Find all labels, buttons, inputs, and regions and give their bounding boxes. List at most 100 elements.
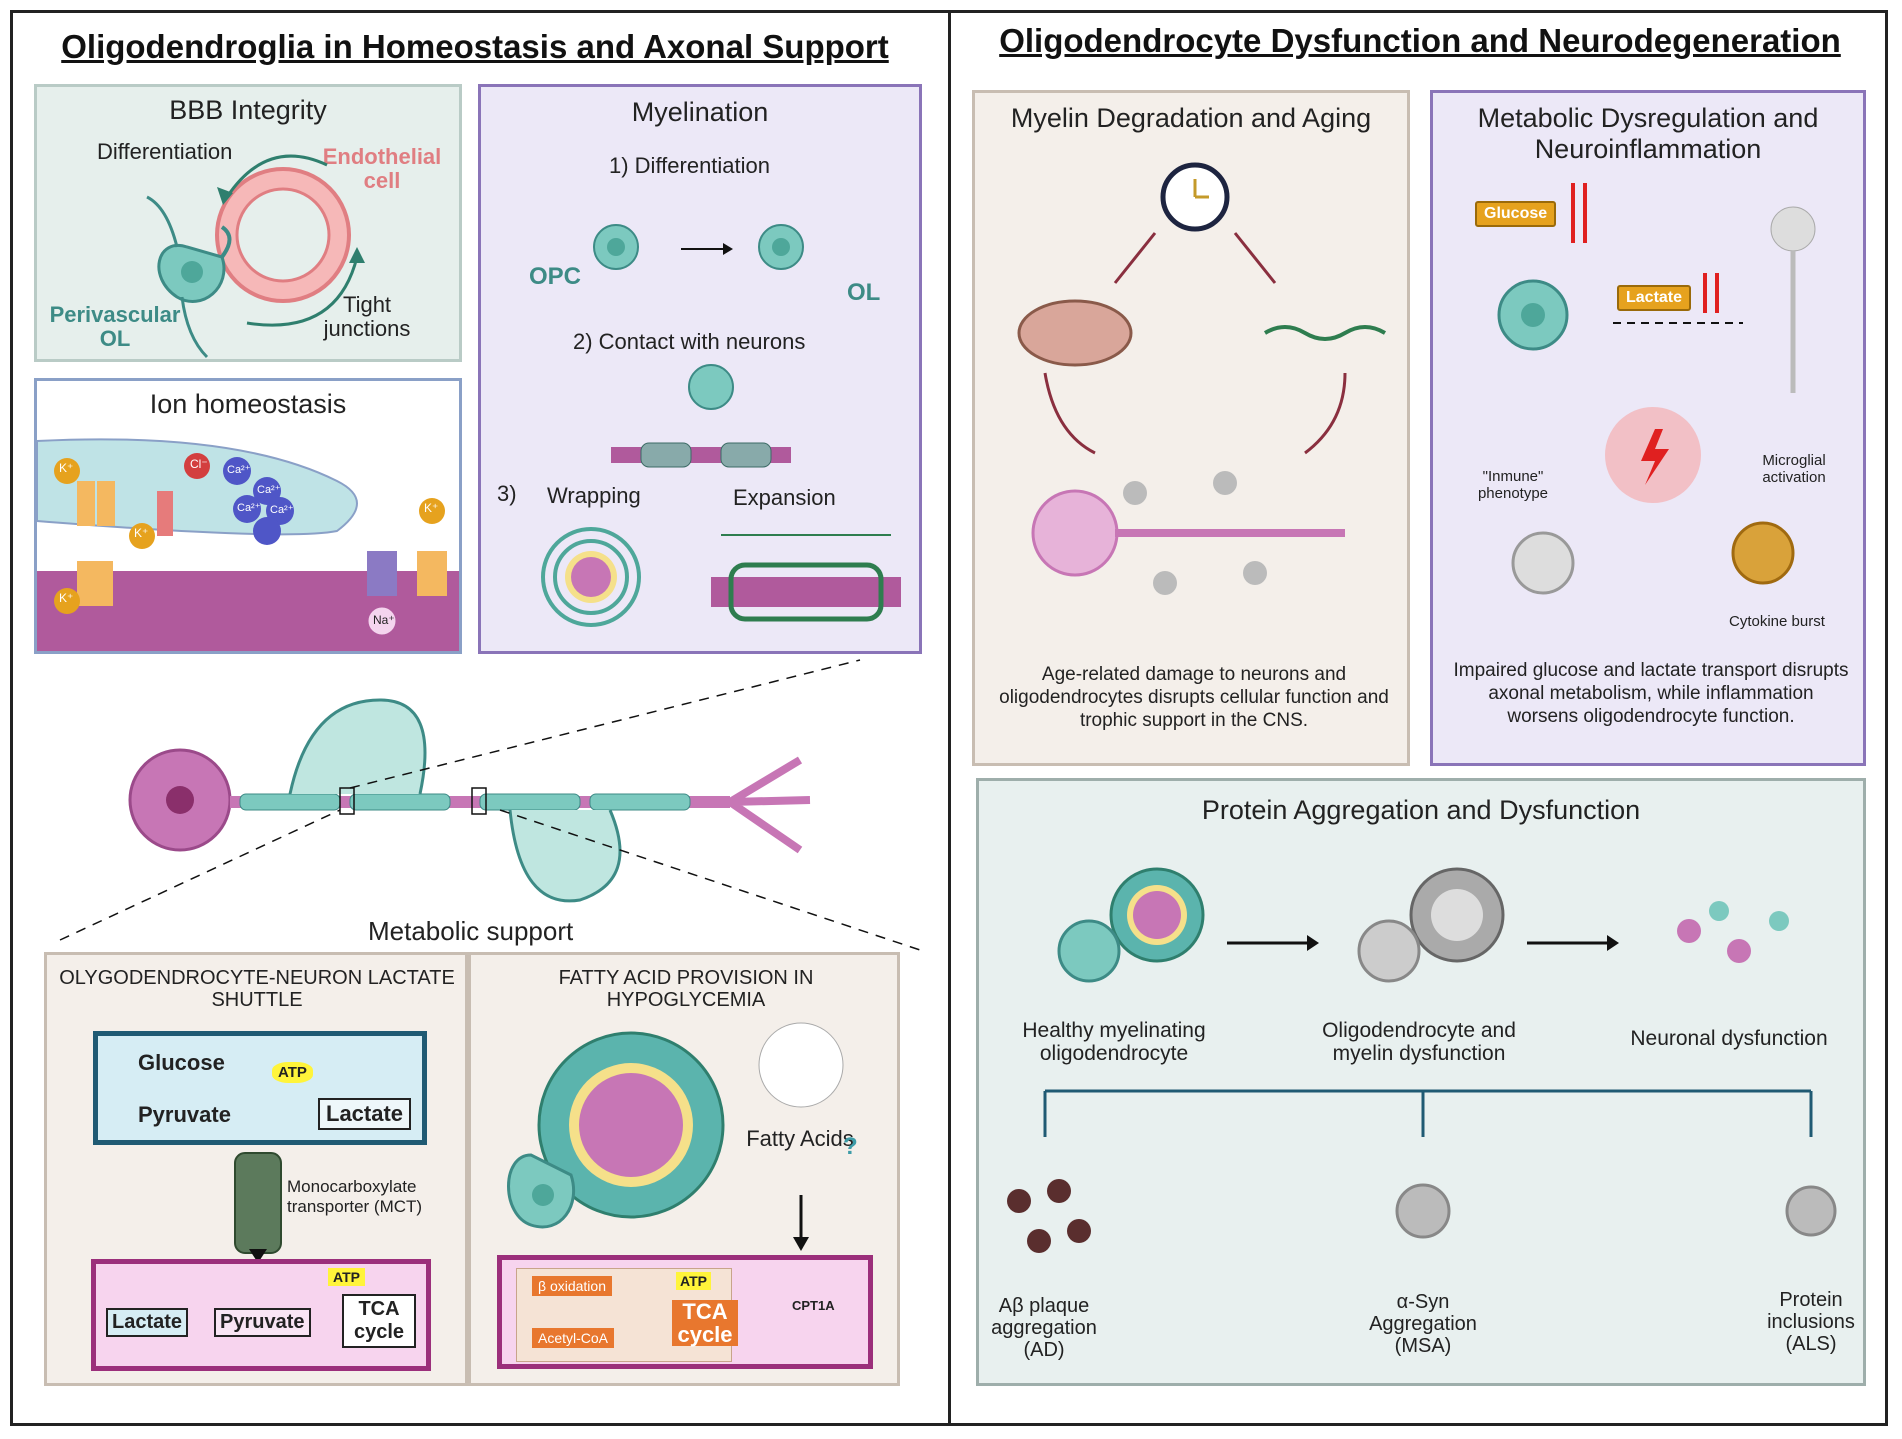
contact-segment-2 bbox=[720, 442, 772, 468]
bbb-arrowhead bbox=[349, 247, 365, 263]
zoom-box-1 bbox=[339, 787, 355, 815]
healthy-label: Healthy myelinating oligodendrocyte bbox=[1022, 1019, 1206, 1066]
asyn-label: α-Syn Aggregation (MSA) bbox=[1369, 1291, 1477, 1357]
ol-process-2 bbox=[146, 195, 179, 248]
step2-label: 2) Contact with neurons bbox=[573, 329, 806, 354]
wrap-ring-mid bbox=[553, 539, 629, 615]
fatty-acid-panel: FATTY ACID PROVISION IN HYPOGLYCEMIA Fat… bbox=[468, 952, 900, 1386]
immune-label: "Inmune" phenotype bbox=[1477, 468, 1549, 502]
expansion-label: Expansion bbox=[733, 485, 836, 510]
diff-arrowhead bbox=[723, 243, 733, 255]
cl-ion bbox=[184, 453, 210, 479]
bbb-arrow-up bbox=[246, 256, 359, 327]
microglial-label: Microglial activation bbox=[1762, 452, 1826, 486]
fatty-acid-bubble bbox=[758, 1022, 844, 1108]
tca-label-1: TCA cycle bbox=[342, 1294, 416, 1348]
shuttle-title: OLYGODENDROCYTE-NEURON LACTATE SHUTTLE bbox=[59, 967, 455, 1011]
ca-ion-3 bbox=[233, 495, 261, 523]
zoom-line-1 bbox=[59, 809, 341, 941]
ol-nucleus bbox=[772, 238, 790, 256]
atp-label-2: ATP bbox=[328, 1268, 365, 1286]
ion-illustration bbox=[36, 438, 459, 651]
lactate-badge: Lactate bbox=[1617, 285, 1692, 311]
vessel-lumen bbox=[235, 187, 331, 283]
ab-plaque-4 bbox=[1067, 1219, 1091, 1243]
ol-lower bbox=[508, 809, 622, 903]
wrap-ring-outer bbox=[541, 527, 641, 627]
k-ion-2 bbox=[129, 523, 155, 549]
fatty-ol-nucleus bbox=[532, 1184, 554, 1206]
dysfunction-myelin-inner bbox=[1431, 889, 1483, 941]
tca-label-2: TCA cycle bbox=[672, 1300, 738, 1346]
expansion-axon bbox=[711, 577, 901, 607]
dysfunction-label: Oligodendrocyte and myelin dysfunction bbox=[1322, 1019, 1516, 1066]
ion-panel: Ion homeostasis K⁺ K⁺ K⁺ K⁺ Cl⁻ Ca²⁺ Ca²… bbox=[34, 378, 462, 654]
ol-label: OL bbox=[847, 279, 881, 306]
cpt1a-label: CPT1A bbox=[792, 1298, 835, 1313]
mct-arrow bbox=[249, 1249, 267, 1263]
metabolic-dys-title: Metabolic Dysregulation and Neuroinflamm… bbox=[1477, 103, 1819, 165]
arrow-mito-down bbox=[1043, 372, 1096, 455]
myelin-segment-2 bbox=[349, 793, 451, 811]
channel-5 bbox=[367, 551, 397, 596]
myelin-degradation-panel: Myelin Degradation and Aging Age-related… bbox=[972, 90, 1410, 766]
metabolic-dys-illustration bbox=[1497, 183, 1816, 595]
myelination-title: Myelination bbox=[631, 97, 769, 127]
opc-nucleus bbox=[607, 238, 625, 256]
center-divider bbox=[948, 10, 951, 1426]
mct-label: Monocarboxylate transporter (MCT) bbox=[287, 1177, 423, 1216]
neuronal-label: Neuronal dysfunction bbox=[1630, 1027, 1828, 1050]
metabolic-title: Metabolic support bbox=[368, 916, 574, 946]
aged-ol-3 bbox=[1153, 571, 1177, 595]
channel-6 bbox=[417, 551, 447, 596]
bbb-arrow-diff bbox=[225, 154, 328, 198]
left-title: Oligodendroglia in Homeostasis and Axona… bbox=[61, 28, 889, 65]
damaged-dna bbox=[1263, 325, 1387, 341]
ca-label-2: Ca²⁺ bbox=[257, 484, 281, 496]
arrowhead-2 bbox=[1607, 935, 1619, 951]
atp-label-3: ATP bbox=[676, 1272, 711, 1290]
ab-plaque-1 bbox=[1007, 1189, 1031, 1213]
aging-neuron-soma bbox=[1031, 489, 1119, 577]
metabolic-dysregulation-panel: Metabolic Dysregulation and Neuroinflamm… bbox=[1430, 90, 1866, 766]
ion-title: Ion homeostasis bbox=[149, 389, 347, 419]
ab-label: Aβ plaque aggregation (AD) bbox=[991, 1295, 1097, 1361]
mct-transporter bbox=[234, 1152, 282, 1263]
pyruvate-label-2: Pyruvate bbox=[214, 1308, 311, 1337]
neuron-nucleus bbox=[166, 786, 194, 814]
inclusions-label: Protein inclusions (ALS) bbox=[1767, 1289, 1855, 1355]
aging-illustration bbox=[1017, 162, 1387, 595]
step3-label: 3) bbox=[497, 481, 517, 506]
opc-label: OPC bbox=[529, 263, 582, 290]
fatty-arrowhead bbox=[793, 1237, 809, 1251]
glucose-label: Glucose bbox=[138, 1050, 225, 1075]
myelin-segment-3 bbox=[479, 793, 581, 811]
k-label-2: K⁺ bbox=[134, 526, 149, 540]
wrap-axon bbox=[571, 557, 611, 597]
endothelial-label: Endothelial cell bbox=[322, 144, 442, 194]
channel-3 bbox=[157, 491, 173, 536]
immune-ol bbox=[1511, 531, 1575, 595]
grey-neuron bbox=[1770, 206, 1816, 252]
channel-1 bbox=[77, 481, 95, 526]
protein-aggregation-panel: Protein Aggregation and Dysfunction Heal… bbox=[976, 778, 1866, 1386]
ol-upper bbox=[288, 698, 427, 795]
atp-label-1: ATP bbox=[272, 1062, 313, 1083]
channel-4 bbox=[77, 561, 113, 606]
k-label-1: K⁺ bbox=[59, 461, 74, 475]
zoom-line-3 bbox=[349, 659, 861, 789]
fatty-axon bbox=[579, 1073, 683, 1177]
step1-label: 1) Differentiation bbox=[609, 153, 771, 178]
mct-body bbox=[234, 1152, 282, 1254]
myelination-illustration bbox=[541, 224, 901, 627]
healthy-ol bbox=[1057, 919, 1121, 983]
perivascular-ol-nucleus bbox=[181, 261, 203, 283]
lactate-label-2: Lactate bbox=[106, 1308, 189, 1337]
myelin-caption: Age-related damage to neurons and oligod… bbox=[999, 664, 1389, 732]
tight-junctions-label: Tight junctions bbox=[323, 292, 411, 342]
protein-title: Protein Aggregation and Dysfunction bbox=[1201, 795, 1641, 825]
k-label-3: K⁺ bbox=[59, 591, 74, 605]
ol-process-1 bbox=[220, 225, 232, 259]
perivascular-label: Perivascular OL bbox=[49, 302, 181, 352]
ab-plaque-2 bbox=[1047, 1179, 1071, 1203]
